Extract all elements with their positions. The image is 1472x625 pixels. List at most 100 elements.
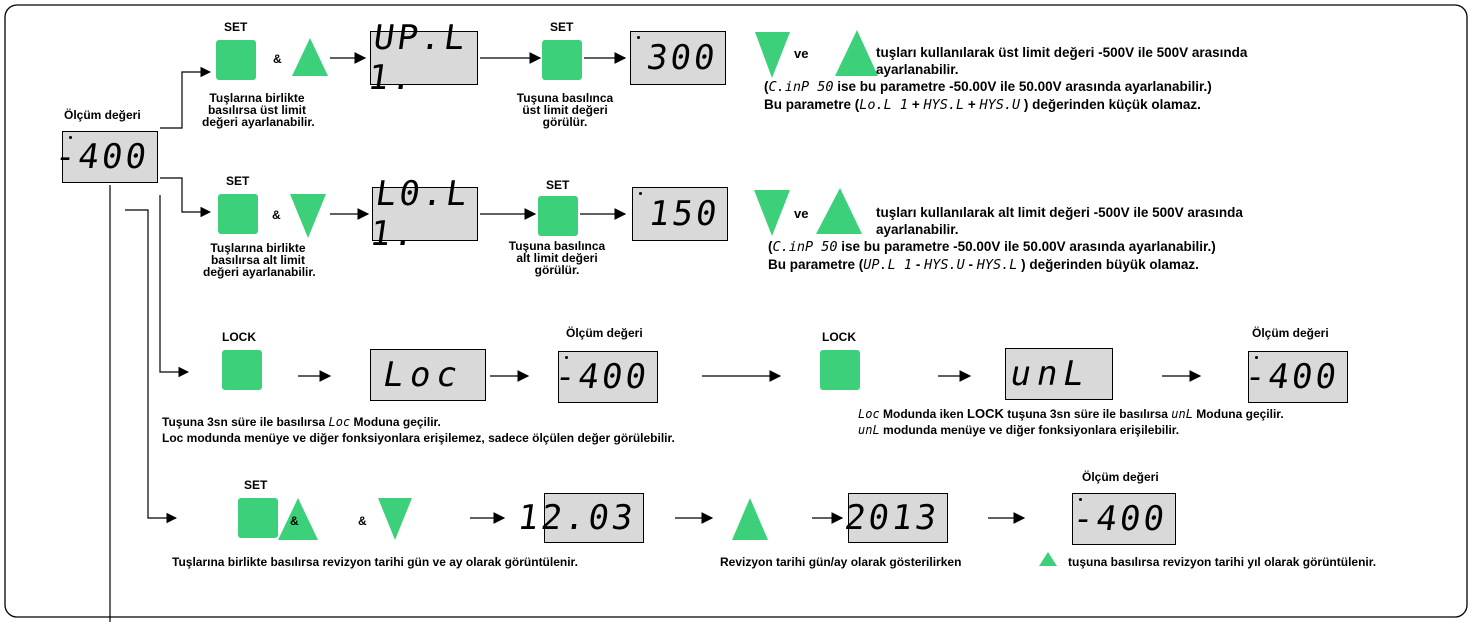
caption-line: değeri ayarlanabilir. bbox=[202, 115, 315, 129]
segment-text: C.inP 50 bbox=[768, 79, 834, 95]
up-arrow-key-icon[interactable] bbox=[292, 38, 328, 76]
set-button[interactable] bbox=[542, 40, 582, 80]
segment-text: HYS.U bbox=[924, 257, 965, 273]
ampersand: & bbox=[290, 514, 299, 528]
down-arrow-key-icon[interactable] bbox=[290, 194, 326, 238]
set-button[interactable] bbox=[238, 498, 278, 538]
connector-row4 bbox=[125, 209, 178, 524]
text-part: ise bu parametre -50.00V ile 50.00V aras… bbox=[837, 239, 1216, 254]
text-line: Loc modunda menüye ve diğer fonksiyonlar… bbox=[162, 431, 675, 445]
set-key-label: SET bbox=[224, 20, 248, 34]
r3-text-left: Tuşuna 3sn süre ile basılırsa Loc Moduna… bbox=[162, 414, 675, 446]
main-display: -400 bbox=[52, 131, 158, 183]
loc-display-value: Loc bbox=[383, 355, 463, 395]
text-line: Loc Modunda iken LOCK tuşuna 3sn süre il… bbox=[858, 406, 1284, 422]
measured-value-label: Ölçüm değeri bbox=[1252, 326, 1329, 340]
lol1-display: L0.L 1. bbox=[367, 174, 478, 254]
text-line: unL modunda menüye ve diğer fonksiyonlar… bbox=[858, 422, 1284, 438]
measured-value-label: Ölçüm değeri bbox=[64, 108, 141, 122]
text-part: Tuşuna 3sn süre ile basılırsa bbox=[162, 415, 329, 429]
caption-line: değeri ayarlanabilir. bbox=[203, 265, 316, 279]
lower-limit-display-value: 150 bbox=[645, 194, 722, 234]
set-button[interactable] bbox=[216, 40, 256, 80]
text-part: Bu parametre ( bbox=[768, 257, 864, 272]
text-part: ) değerinden küçük olamaz. bbox=[1020, 97, 1201, 112]
up-arrow-key-icon[interactable] bbox=[732, 498, 768, 540]
segment-text: UP.L 1 bbox=[863, 257, 913, 273]
text-part: ( bbox=[764, 79, 769, 94]
r1-description: tuşları kullanılarak üst limit değeri -5… bbox=[764, 44, 1247, 114]
segment-text: unL bbox=[858, 423, 880, 437]
set-button[interactable] bbox=[218, 194, 258, 234]
desc-line: ayarlanabilir. bbox=[876, 62, 959, 77]
set-button[interactable] bbox=[538, 196, 578, 236]
caption-line: Tuşlarına birlikte bbox=[209, 91, 305, 105]
text-part: + bbox=[964, 97, 980, 112]
down-arrow-key-icon[interactable] bbox=[755, 32, 790, 78]
measured-value-label: Ölçüm değeri bbox=[566, 326, 643, 340]
loc-display: Loc bbox=[370, 349, 486, 401]
up-arrow-key-icon bbox=[1039, 552, 1057, 566]
caption-line: Tuşlarına birlikte bbox=[210, 241, 306, 255]
down-arrow-key-icon[interactable] bbox=[378, 498, 412, 540]
text-part: Modunda iken bbox=[879, 407, 968, 421]
caption-line: görülür. bbox=[542, 115, 588, 129]
measured-display: -400 bbox=[1242, 351, 1348, 403]
segment-text: unL bbox=[1171, 407, 1193, 421]
up-arrow-key-icon[interactable] bbox=[835, 30, 878, 76]
down-arrow-key-icon[interactable] bbox=[754, 190, 790, 236]
measured-value-label: Ölçüm değeri bbox=[1082, 470, 1159, 484]
lock-button[interactable] bbox=[820, 350, 860, 390]
lower-limit-display: 150 bbox=[632, 187, 728, 241]
upl1-display-value: UP.L 1. bbox=[365, 18, 471, 98]
revision-date-display: 12.03 bbox=[515, 493, 644, 543]
ampersand: & bbox=[358, 514, 367, 528]
measured-display: -400 bbox=[1070, 493, 1176, 545]
lock-button[interactable] bbox=[222, 350, 262, 390]
desc-line: (C.inP 50 ise bu parametre -50.00V ile 5… bbox=[768, 238, 1243, 256]
connector-row1 bbox=[160, 66, 212, 129]
text-part: tuşuna 3sn süre ile basılırsa bbox=[1003, 407, 1172, 421]
caption-line: basılırsa alt limit bbox=[210, 253, 306, 267]
text-part: - bbox=[964, 257, 977, 272]
revision-year-value: 2013 bbox=[842, 498, 942, 538]
desc-line: tuşları kullanılarak alt limit değeri -5… bbox=[876, 205, 1243, 220]
text-part: Moduna geçilir. bbox=[1192, 407, 1284, 421]
text-part: LOCK bbox=[967, 406, 1004, 421]
r4-text-right-pre: Revizyon tarihi gün/ay olarak gösterilir… bbox=[720, 555, 962, 569]
desc-line: ayarlanabilir. bbox=[876, 222, 959, 237]
text-part: Bu parametre ( bbox=[764, 97, 860, 112]
caption-line: görülür. bbox=[534, 263, 580, 277]
measured-display-value: -400 bbox=[1242, 357, 1342, 397]
text-part: + bbox=[908, 97, 924, 112]
upl1-display: UP.L 1. bbox=[365, 18, 478, 98]
measured-display-value: -400 bbox=[1070, 499, 1170, 539]
desc-line: tuşları kullanılarak üst limit değeri -5… bbox=[876, 45, 1248, 60]
segment-text: Lo.L 1 bbox=[859, 97, 909, 113]
caption-line: basılırsa üst limit bbox=[207, 103, 307, 117]
lol1-display-value: L0.L 1. bbox=[367, 174, 473, 254]
r1-caption-mid: Tuşuna basılınca üst limit değeri görülü… bbox=[500, 92, 630, 128]
up-arrow-key-icon[interactable] bbox=[816, 188, 862, 234]
r1-caption-left: Tuşlarına birlikte basılırsa üst limit d… bbox=[202, 91, 315, 129]
text-part: ) değerinden büyük olamaz. bbox=[1017, 257, 1199, 272]
r4-text-left: Tuşlarına birlikte basılırsa revizyon ta… bbox=[172, 555, 578, 569]
r2-caption-left: Tuşlarına birlikte basılırsa alt limit d… bbox=[203, 241, 316, 279]
text-part: modunda menüye ve diğer fonksiyonlara er… bbox=[879, 423, 1180, 437]
revision-date-value: 12.03 bbox=[514, 498, 638, 538]
segment-text: Loc bbox=[858, 407, 880, 421]
up-arrow-key-icon[interactable] bbox=[278, 498, 318, 540]
text-part: ise bu parametre -50.00V ile 50.00V aras… bbox=[833, 79, 1212, 94]
caption-line: alt limit değeri bbox=[516, 251, 598, 265]
text-part: Moduna geçilir. bbox=[350, 415, 441, 429]
r2-description: tuşları kullanılarak alt limit değeri -5… bbox=[768, 204, 1243, 274]
r3-text-right: Loc Modunda iken LOCK tuşuna 3sn süre il… bbox=[858, 406, 1284, 438]
set-key-label: SET bbox=[550, 20, 574, 34]
set-key-label: SET bbox=[546, 178, 570, 192]
caption-line: Tuşuna basılınca bbox=[508, 239, 606, 253]
measured-display: -400 bbox=[552, 351, 658, 403]
segment-text: HYS.U bbox=[979, 97, 1021, 113]
set-key-label: SET bbox=[244, 478, 268, 492]
r4-text-right-post: tuşuna basılırsa revizyon tarihi yıl ola… bbox=[1068, 555, 1377, 569]
lock-key-label: LOCK bbox=[222, 330, 256, 344]
